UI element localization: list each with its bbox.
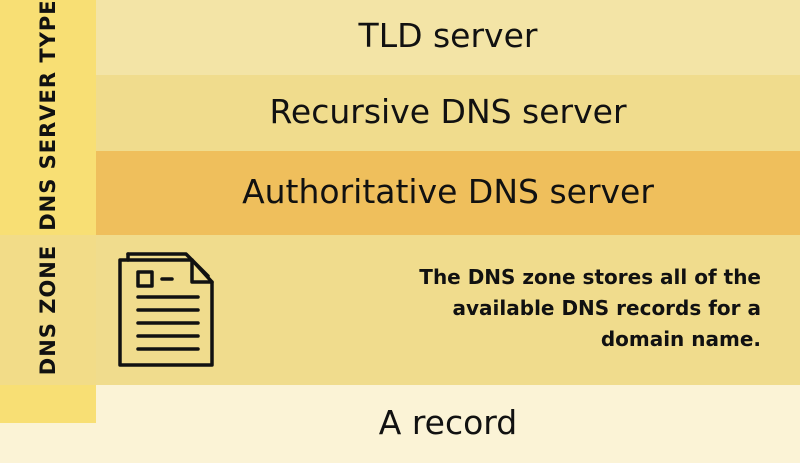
sidebar-dns-zone: DNS ZONE xyxy=(0,235,96,385)
recursive-server-row: Recursive DNS server xyxy=(96,75,800,151)
dns-zone-label: DNS ZONE xyxy=(36,244,61,376)
a-record-row: A record xyxy=(96,385,800,445)
authoritative-server-label: Authoritative DNS server xyxy=(242,171,654,211)
tld-server-row: TLD server xyxy=(96,0,800,75)
tld-server-label: TLD server xyxy=(358,16,538,55)
sidebar-server-types: DNS SERVER TYPES xyxy=(0,0,96,235)
sidebar-records xyxy=(0,385,96,423)
authoritative-server-row: Authoritative DNS server xyxy=(96,151,800,235)
a-record-label: A record xyxy=(378,403,518,442)
server-types-label: DNS SERVER TYPES xyxy=(36,0,60,231)
dns-zone-description: The DNS zone stores all of the available… xyxy=(419,265,761,351)
document-icon xyxy=(118,252,214,367)
recursive-server-label: Recursive DNS server xyxy=(269,91,627,131)
